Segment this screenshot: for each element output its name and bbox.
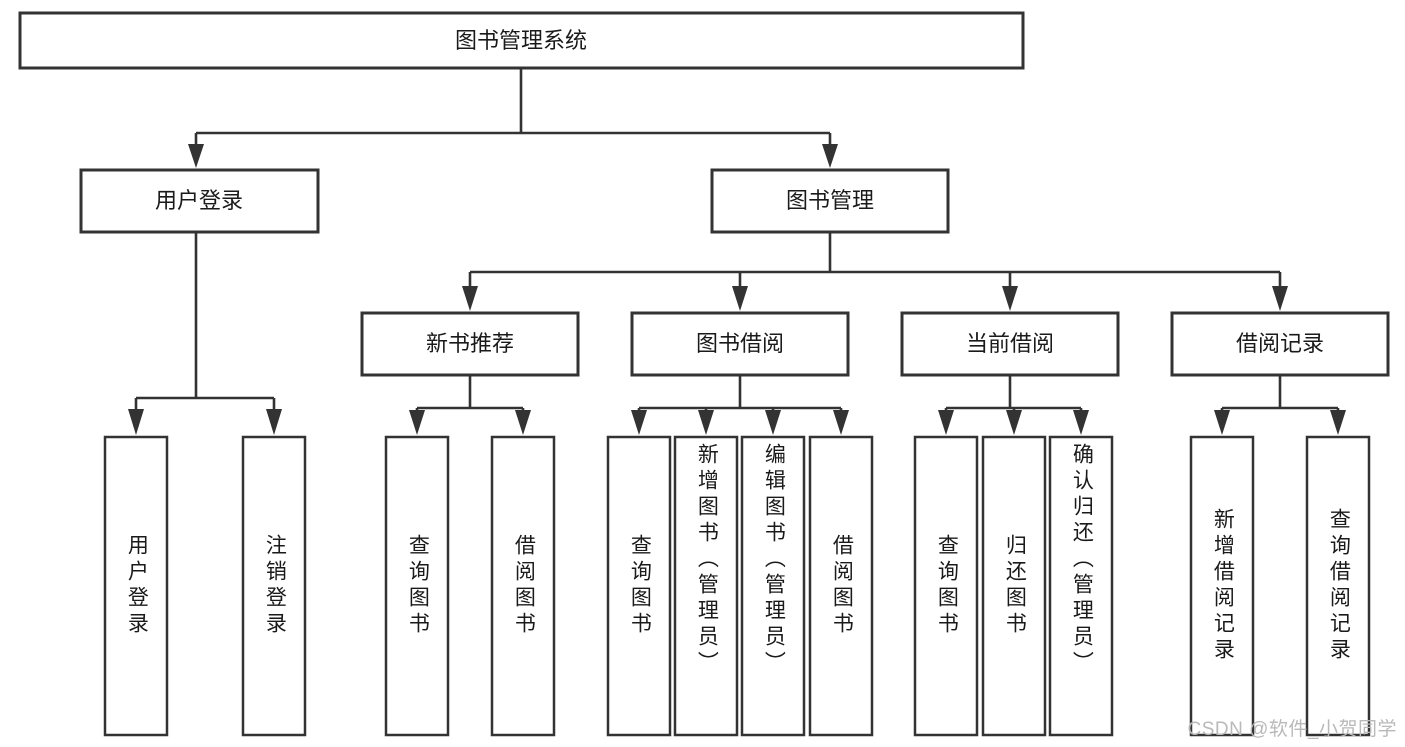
- node-book-manage-label: 图书管理: [786, 188, 874, 213]
- leaf-rect-user-login[interactable]: [103, 435, 169, 737]
- node-current-borrow[interactable]: 当前借阅: [900, 311, 1120, 377]
- edge-newbook-to-leaves: [409, 375, 531, 435]
- leaf-rect-logout[interactable]: [241, 435, 307, 737]
- node-root[interactable]: 图书管理系统: [18, 11, 1025, 70]
- leaf-rect-query-book-2[interactable]: [606, 435, 672, 737]
- node-borrow-record[interactable]: 借阅记录: [1170, 311, 1390, 377]
- leaf-rect-add-record[interactable]: [1189, 435, 1255, 737]
- node-user-login[interactable]: 用户登录: [79, 168, 320, 234]
- leaf-rect-borrow-book-2[interactable]: [808, 435, 874, 737]
- node-book-borrow-label: 图书借阅: [696, 331, 784, 356]
- node-book-manage[interactable]: 图书管理: [710, 168, 950, 234]
- leaf-rect-edit-book[interactable]: [740, 435, 806, 737]
- leaf-rect-return-book[interactable]: [981, 435, 1047, 737]
- edge-root-to-level2: [188, 68, 838, 168]
- leaf-rect-query-record[interactable]: [1305, 435, 1371, 737]
- edge-bookborrow-to-leaves: [631, 375, 849, 435]
- edge-userlogin-to-leaves: [128, 232, 282, 435]
- edge-bookmanage-to-level3: [462, 232, 1288, 311]
- leaf-rect-query-book-3[interactable]: [913, 435, 979, 737]
- leaf-rects: [103, 435, 1371, 737]
- leaf-rect-query-book-1[interactable]: [384, 435, 450, 737]
- node-user-login-label: 用户登录: [155, 188, 243, 213]
- edge-borrowrecord-to-leaves: [1214, 375, 1346, 435]
- node-current-borrow-label: 当前借阅: [966, 331, 1054, 356]
- leaf-rect-borrow-book-1[interactable]: [490, 435, 556, 737]
- watermark: CSDN @软件_小贺同学: [1187, 719, 1397, 740]
- node-root-label: 图书管理系统: [455, 28, 587, 53]
- node-borrow-record-label: 借阅记录: [1236, 331, 1324, 356]
- edge-currentborrow-to-leaves: [938, 375, 1089, 435]
- node-book-borrow[interactable]: 图书借阅: [630, 311, 850, 377]
- leaf-rect-confirm-return[interactable]: [1048, 435, 1114, 737]
- node-new-book-rec-label: 新书推荐: [426, 331, 514, 356]
- leaf-rect-add-book[interactable]: [673, 435, 739, 737]
- node-new-book-rec[interactable]: 新书推荐: [360, 311, 580, 377]
